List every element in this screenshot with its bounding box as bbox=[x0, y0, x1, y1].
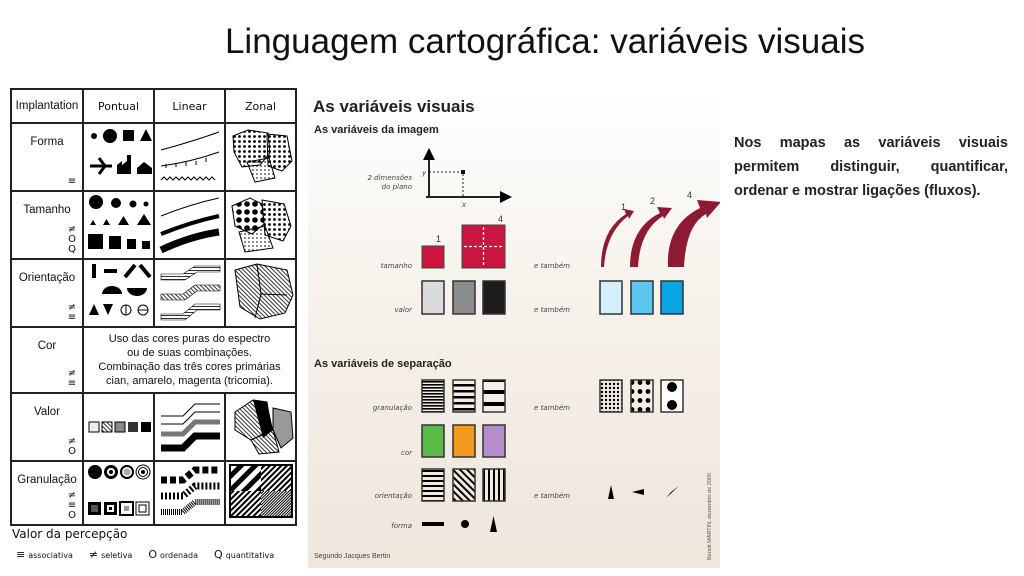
perception-symbols: ≠ ≡ O bbox=[67, 490, 77, 521]
table-row: Orientação ≠ ≡ bbox=[10, 258, 297, 328]
table-row: Cor ≠ ≡ Uso das cores puras do espectro o… bbox=[10, 326, 297, 394]
valor-label: valor bbox=[394, 306, 413, 314]
e-tambem-label: e também bbox=[534, 306, 570, 314]
visual-variables-figure: As variáveis visuais As variáveis da ima… bbox=[308, 90, 720, 568]
perception-symbols: ≠ O bbox=[67, 436, 77, 457]
row-label: Tamanho bbox=[12, 204, 82, 217]
header-zonal: Zonal bbox=[224, 88, 297, 124]
granulacao-zone-symbols bbox=[228, 464, 293, 518]
cor-text-line: cian, amarelo, magenta (tricomia). bbox=[106, 375, 273, 387]
orientacao-line-symbols bbox=[160, 265, 220, 321]
orientacao-point-symbols bbox=[88, 263, 152, 316]
author-credit: Benoit MARTIN, dezembro de 2005 bbox=[707, 473, 713, 560]
flow-arrow-1 bbox=[601, 209, 634, 267]
tamanho-point-symbols bbox=[87, 195, 151, 249]
granulacao-point-symbols bbox=[87, 464, 150, 516]
orientacao-label: orientação bbox=[375, 492, 412, 500]
plane-axes-diagram: 2 dimensões do plano y x bbox=[367, 148, 512, 209]
valor-point-symbols bbox=[88, 421, 151, 433]
orientacao-zone-symbols bbox=[233, 263, 294, 320]
e-tambem-label: e também bbox=[534, 492, 570, 500]
legend-symbol: O bbox=[148, 548, 157, 561]
size-big-label: 4 bbox=[498, 214, 503, 224]
explanatory-text: Nos mapas as variáveis visuais permitem … bbox=[734, 135, 1008, 199]
size-small-label: 1 bbox=[436, 234, 441, 244]
figure-canvas: As variáveis visuais As variáveis da ima… bbox=[313, 97, 720, 560]
flow-arrow-2 bbox=[630, 207, 672, 267]
source-credit: Segundo Jacques Bertin bbox=[314, 553, 390, 560]
arrow-label: 4 bbox=[687, 190, 692, 200]
plane-label: 2 dimensões bbox=[367, 174, 412, 182]
row-label: Orientação bbox=[12, 272, 82, 285]
perception-symbols: ≠ O Q bbox=[67, 224, 77, 255]
perception-symbols: ≠ ≡ bbox=[67, 368, 77, 389]
legend-label: quantitativa bbox=[225, 551, 275, 560]
axis-y-label: y bbox=[421, 169, 427, 177]
table-row: Valor ≠ O bbox=[10, 392, 297, 462]
perception-symbols: ≡ bbox=[67, 176, 77, 187]
slide-title: Linguagem cartográfica: variáveis visuai… bbox=[224, 22, 866, 61]
legend-label: ordenada bbox=[160, 551, 198, 560]
e-tambem-label: e também bbox=[534, 262, 570, 270]
forma-zone-symbols bbox=[231, 129, 293, 183]
granulacao-label: granulação bbox=[373, 404, 412, 412]
arrow-label: 2 bbox=[650, 196, 655, 206]
row-label: Cor bbox=[12, 340, 82, 353]
flow-arrow-4 bbox=[667, 200, 720, 267]
granulacao-line-symbols bbox=[160, 466, 220, 515]
tamanho-line-symbols bbox=[159, 197, 220, 254]
header-linear: Linear bbox=[153, 88, 226, 124]
cor-text-line: Uso das cores puras do espectro bbox=[108, 333, 271, 345]
row-label: Valor bbox=[12, 406, 82, 419]
legend-label: associativa bbox=[28, 551, 73, 560]
table-row: Granulação ≠ ≡ O bbox=[10, 460, 297, 526]
row-label: Forma bbox=[12, 136, 82, 149]
forma-point-symbols bbox=[89, 129, 152, 175]
cor-text-line: Combinação das três cores primárias bbox=[98, 361, 281, 373]
row-label: Granulação bbox=[12, 474, 82, 487]
legend-symbol: ≡ bbox=[16, 548, 26, 561]
cor-label: cor bbox=[401, 449, 413, 457]
separation-variables-heading: As variáveis de separação bbox=[314, 358, 452, 370]
tamanho-label: tamanho bbox=[381, 262, 412, 270]
legend-symbol: ≠ bbox=[88, 548, 99, 561]
perception-symbols: ≠ ≡ bbox=[67, 302, 77, 323]
table-row: Tamanho ≠ O Q bbox=[10, 190, 297, 260]
legend-title: Valor da percepção bbox=[12, 527, 128, 541]
legend-item: ≡associativa bbox=[16, 548, 73, 561]
legend-item: ≠seletiva bbox=[89, 548, 132, 561]
tamanho-zone-symbols bbox=[230, 197, 292, 253]
arrow-label: 1 bbox=[621, 202, 626, 212]
valor-line-symbols bbox=[160, 403, 220, 452]
plane-label: do plano bbox=[382, 183, 412, 191]
valor-zone-symbols bbox=[234, 399, 294, 455]
table-row: Forma ≡ bbox=[10, 122, 297, 192]
axis-x-label: x bbox=[461, 201, 467, 209]
flow-arrows: 1 2 4 bbox=[601, 190, 720, 267]
cor-description: Uso das cores puras do espectro ou de su… bbox=[82, 326, 297, 394]
figure-title: As variáveis visuais bbox=[313, 97, 475, 116]
bertin-variables-table: Implantation Pontual Linear Zonal Forma ≡… bbox=[10, 88, 297, 526]
header-pontual: Pontual bbox=[82, 88, 155, 124]
legend-symbol: Q bbox=[214, 548, 223, 561]
legend-label: seletiva bbox=[101, 551, 133, 560]
size-square-small bbox=[421, 245, 445, 269]
e-tambem-label: e também bbox=[534, 404, 570, 412]
image-variables-heading: As variáveis da imagem bbox=[314, 124, 439, 136]
cor-text-line: ou de suas combinações. bbox=[127, 347, 252, 359]
size-square-large bbox=[461, 224, 506, 269]
forma-label: forma bbox=[391, 522, 412, 530]
forma-line-symbols bbox=[160, 131, 219, 181]
header-implantation: Implantation bbox=[10, 88, 84, 124]
